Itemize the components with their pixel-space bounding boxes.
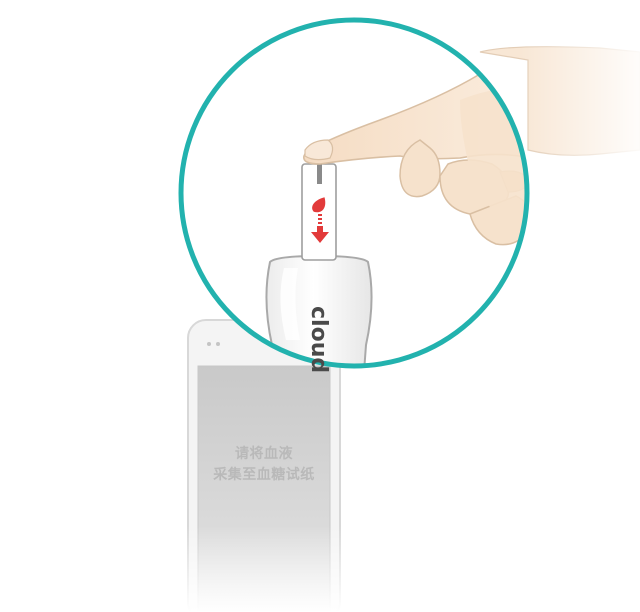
arm: [479, 40, 640, 170]
phone: [186, 319, 346, 612]
hand: [303, 59, 526, 246]
screen-instruction-line-1: 请将血液: [235, 446, 293, 462]
down-arrow-icon: [311, 214, 329, 243]
zoom-ring: [178, 17, 530, 369]
phone-sensor-dot: [207, 342, 211, 346]
glucose-meter: [265, 254, 373, 365]
phone-fade: [186, 420, 346, 612]
test-strip: [301, 162, 337, 261]
screen-instruction-line-2: 采集至血糖试纸: [213, 467, 315, 483]
phone-camera-dot: [216, 342, 220, 346]
blood-drop-icon: [312, 197, 326, 213]
meter-brand-label: cloud: [306, 306, 331, 374]
zoom-content: [265, 59, 526, 365]
